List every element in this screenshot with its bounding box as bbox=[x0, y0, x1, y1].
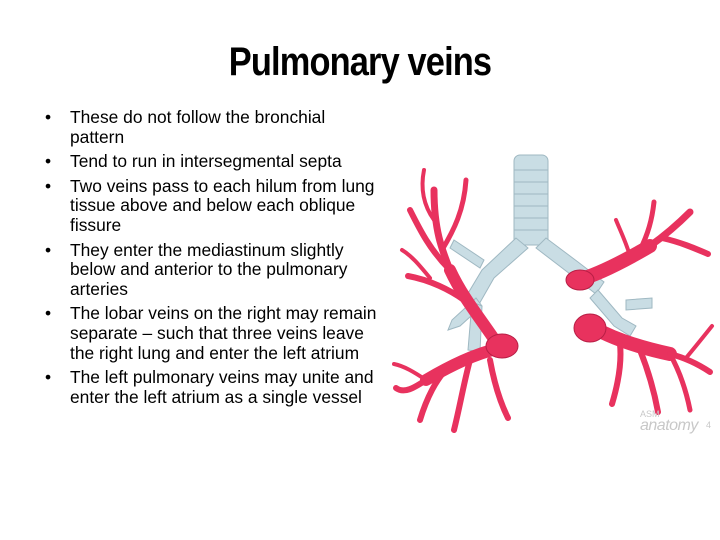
watermark: ASM anatomy bbox=[640, 408, 698, 434]
bullet-dot: • bbox=[45, 367, 52, 388]
bullet-dot: • bbox=[45, 151, 52, 172]
slide-title: Pulmonary veins bbox=[228, 40, 492, 84]
right-pulmonary-veins-icon bbox=[392, 168, 519, 433]
bullet-dot: • bbox=[45, 175, 52, 196]
bullet-item: • The left pulmonary veins may unite and … bbox=[44, 367, 384, 407]
bullet-item: • These do not follow the bronchial patte… bbox=[44, 107, 384, 147]
watermark-small: ASM bbox=[640, 409, 660, 419]
bullet-dot: • bbox=[45, 303, 52, 324]
bullet-item: • They enter the mediastinum slightly bel… bbox=[44, 239, 384, 300]
bullet-item: • Two veins pass to each hilum from lung … bbox=[44, 175, 384, 236]
bullet-text: The lobar veins on the right may remain … bbox=[70, 303, 377, 363]
bullet-text: These do not follow the bronchial patter… bbox=[70, 107, 326, 147]
bullet-text: Two veins pass to each hilum from lung t… bbox=[70, 175, 375, 235]
bullet-item: • Tend to run in intersegmental septa bbox=[44, 151, 384, 172]
left-pulmonary-veins-icon bbox=[565, 199, 714, 415]
bullet-text: They enter the mediastinum slightly belo… bbox=[70, 239, 348, 299]
trachea-icon bbox=[447, 154, 653, 353]
bullet-dot: • bbox=[45, 107, 52, 127]
pulmonary-veins-illustration bbox=[392, 154, 714, 433]
bullet-text: Tend to run in intersegmental septa bbox=[70, 151, 342, 172]
bullet-dot: • bbox=[45, 239, 52, 260]
page-number: 4 bbox=[706, 420, 712, 430]
bullet-item: • The lobar veins on the right may remain… bbox=[44, 304, 384, 363]
watermark-brand: anatomy bbox=[640, 417, 698, 434]
bullet-text: The left pulmonary veins may unite and e… bbox=[70, 367, 374, 407]
bullet-list: • These do not follow the bronchial patte… bbox=[44, 107, 384, 412]
